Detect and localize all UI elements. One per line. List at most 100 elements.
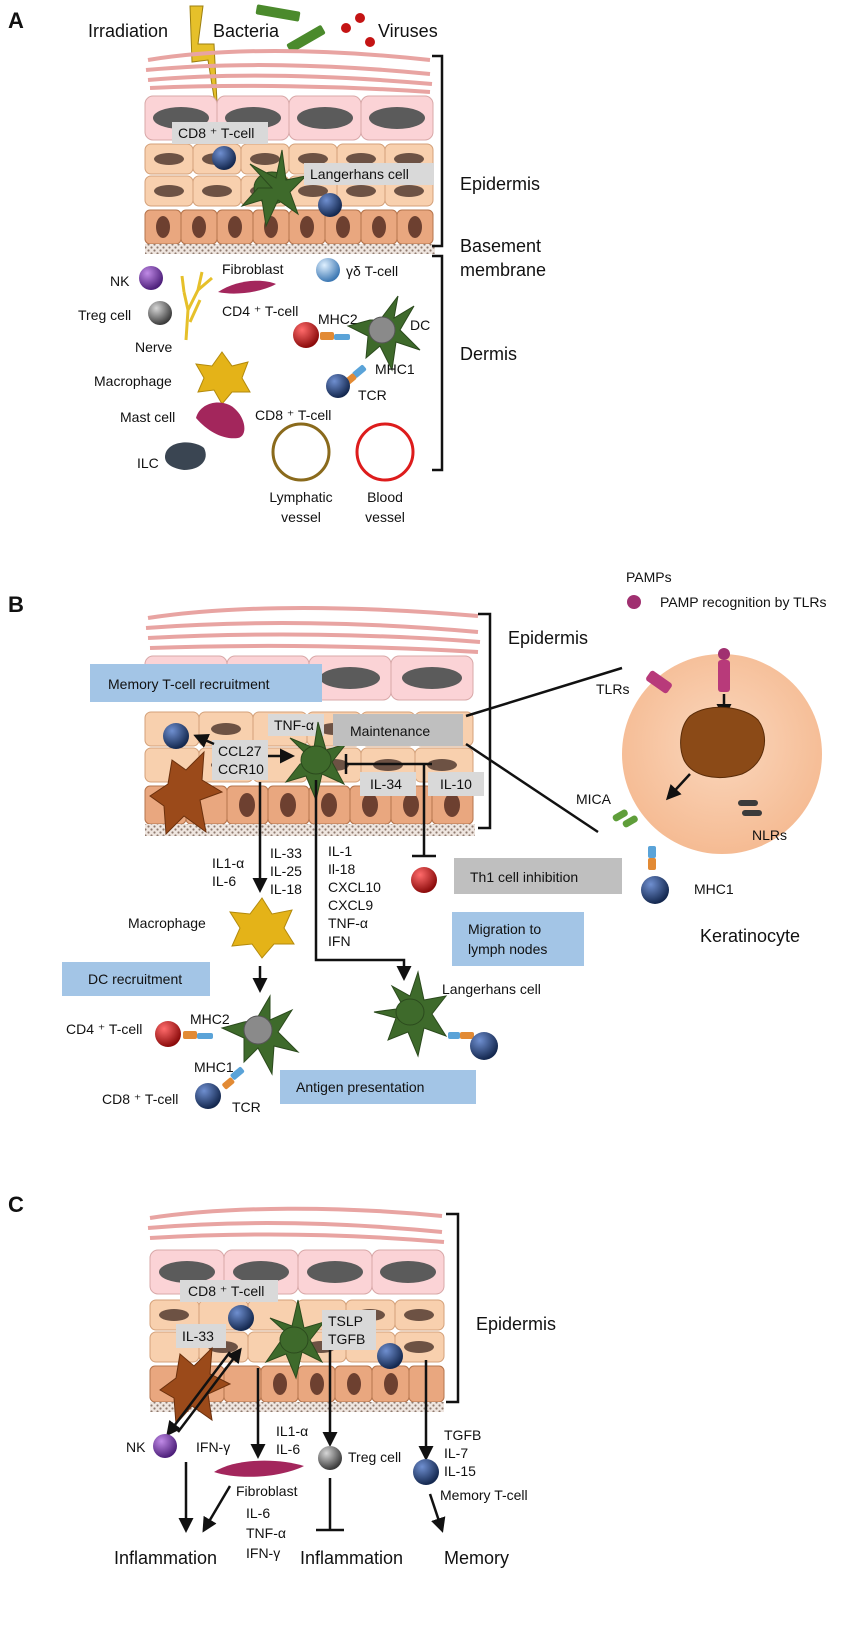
tlr-side-icon [646, 670, 672, 694]
basement-membrane [150, 1402, 444, 1412]
mhc2-receptor-icon [320, 332, 350, 340]
dermis-label: Dermis [460, 344, 517, 364]
nk-cell-icon [139, 266, 163, 290]
cd4-label-b: CD4 ⁺ T-cell [66, 1021, 142, 1037]
panel-a: A Irradiation Bacteria Viruses [8, 4, 546, 525]
mhc1-label-b: MHC1 [194, 1059, 234, 1075]
stratum-corneum [147, 1206, 445, 1244]
nucleus-arrow [665, 773, 691, 801]
basal-nuclei [156, 216, 422, 238]
mhc2-label-b: MHC2 [190, 1011, 230, 1027]
langerhans-receptor-icon [448, 1032, 474, 1039]
langerhans-lower-icon [373, 970, 448, 1058]
tcr-label-a: TCR [358, 387, 387, 403]
epidermis-bracket [432, 54, 444, 248]
cd8-label-a: CD8 ⁺ T-cell [178, 125, 254, 141]
bacteria-label: Bacteria [213, 21, 280, 41]
tcell-lower-icon [470, 1032, 498, 1060]
cd8-label-dermis: CD8 ⁺ T-cell [255, 407, 331, 423]
tlr-receptor-icon [718, 648, 730, 692]
il6-label-c: IL-6 [276, 1441, 300, 1457]
ccl27-box [212, 740, 268, 780]
mica-icon [612, 809, 638, 828]
maintenance-box [333, 714, 463, 746]
viruses-label: Viruses [378, 21, 438, 41]
cyto-right-5: IFN [328, 933, 351, 949]
il10-box [428, 772, 484, 796]
epidermis-label-c: Epidermis [476, 1314, 556, 1334]
ilc-label: ILC [137, 455, 159, 471]
tlrs-label: TLRs [596, 681, 629, 697]
memory-recruit-box [90, 664, 322, 702]
fibroblast-inflammation-arrow [202, 1485, 232, 1533]
nlrs-label: NLRs [752, 827, 787, 843]
basement-membrane [145, 244, 435, 254]
mhc1-b-receptor-icon [222, 1067, 245, 1090]
nk-up-arrow [177, 1347, 242, 1433]
epidermis-label-a: Epidermis [460, 174, 540, 194]
basal-nuclei [273, 1373, 398, 1395]
migration-label-line1: Migration to [468, 921, 541, 937]
antigen-label: Antigen presentation [296, 1079, 424, 1095]
dc-b-icon [220, 994, 300, 1076]
dc-label: DC [410, 317, 430, 333]
nk-c-icon [153, 1434, 177, 1458]
mast-label: Mast cell [120, 409, 175, 425]
langerhans-cell-b-icon [284, 721, 348, 802]
cd8-label-b: CD8 ⁺ T-cell [102, 1091, 178, 1107]
pamp-recog-label: PAMP recognition by TLRs [660, 594, 827, 610]
epidermis-bracket-c [446, 1212, 460, 1404]
treg-cell-icon [148, 301, 172, 325]
tnf-box [268, 714, 324, 736]
inflammation-label-2: Inflammation [300, 1548, 403, 1568]
cyto-left-0: IL1-α [212, 855, 244, 871]
cd4-label-a: CD4 ⁺ T-cell [222, 303, 298, 319]
memory-tcell-icon [163, 723, 189, 749]
nk-label-a: NK [110, 273, 130, 289]
nk-label-c: NK [126, 1439, 146, 1455]
lymph-label-line1: Lymphatic [269, 489, 332, 505]
inflammation-label-1: Inflammation [114, 1548, 217, 1568]
cyto-right-4: TNF-α [328, 915, 368, 931]
panel-c-letter: C [8, 1192, 24, 1217]
mhc1-ker-label: MHC1 [694, 881, 734, 897]
bacteria-icon [255, 4, 301, 22]
melanocyte-c-icon [159, 1346, 232, 1426]
cyto-right-3: CXCL9 [328, 897, 373, 913]
fibroblast-icon [218, 280, 276, 294]
mhc2-label-a: MHC2 [318, 311, 358, 327]
fibroblast-label-c: Fibroblast [236, 1483, 298, 1499]
melanocyte-icon [149, 750, 224, 836]
gd-tcell-icon [316, 258, 340, 282]
cyto-mid-2: IL-18 [270, 881, 302, 897]
ccl27-label: CCL27 [218, 743, 262, 759]
basal-cells [144, 209, 434, 245]
th1-cell-icon [411, 867, 437, 893]
fibroblast-c-icon [214, 1460, 304, 1477]
cd8-label-c: CD8 ⁺ T-cell [188, 1283, 264, 1299]
fib-cyto-0: IL-6 [246, 1505, 270, 1521]
il10-inhibit [412, 764, 436, 858]
treg-inhibit [316, 1478, 344, 1532]
nerve-label: Nerve [135, 339, 173, 355]
tslp-box [322, 1310, 376, 1350]
maintenance-label: Maintenance [350, 723, 430, 739]
cyto-mid-0: IL-33 [270, 845, 302, 861]
blood-label-line1: Blood [367, 489, 403, 505]
cd8-tcell-c-icon [228, 1305, 254, 1331]
nerve-icon [180, 271, 213, 341]
nlr-icon [738, 800, 762, 816]
tslp-label: TSLP [328, 1313, 363, 1329]
cd8-tcell-icon [212, 146, 236, 170]
cyto-mid-1: IL-25 [270, 863, 302, 879]
cyto-right-0: IL-1 [328, 843, 352, 859]
il34-box [360, 772, 416, 796]
tcr-label-b: TCR [232, 1099, 261, 1115]
mhc2-b-receptor-icon [183, 1031, 213, 1039]
macrophage-b-icon [229, 897, 295, 959]
mhc1-label-a: MHC1 [375, 361, 415, 377]
epidermis-bracket-b [478, 612, 492, 830]
virus-icon [341, 13, 375, 47]
panel-c: C [8, 1192, 556, 1568]
fibroblast-label-a: Fibroblast [222, 261, 284, 277]
